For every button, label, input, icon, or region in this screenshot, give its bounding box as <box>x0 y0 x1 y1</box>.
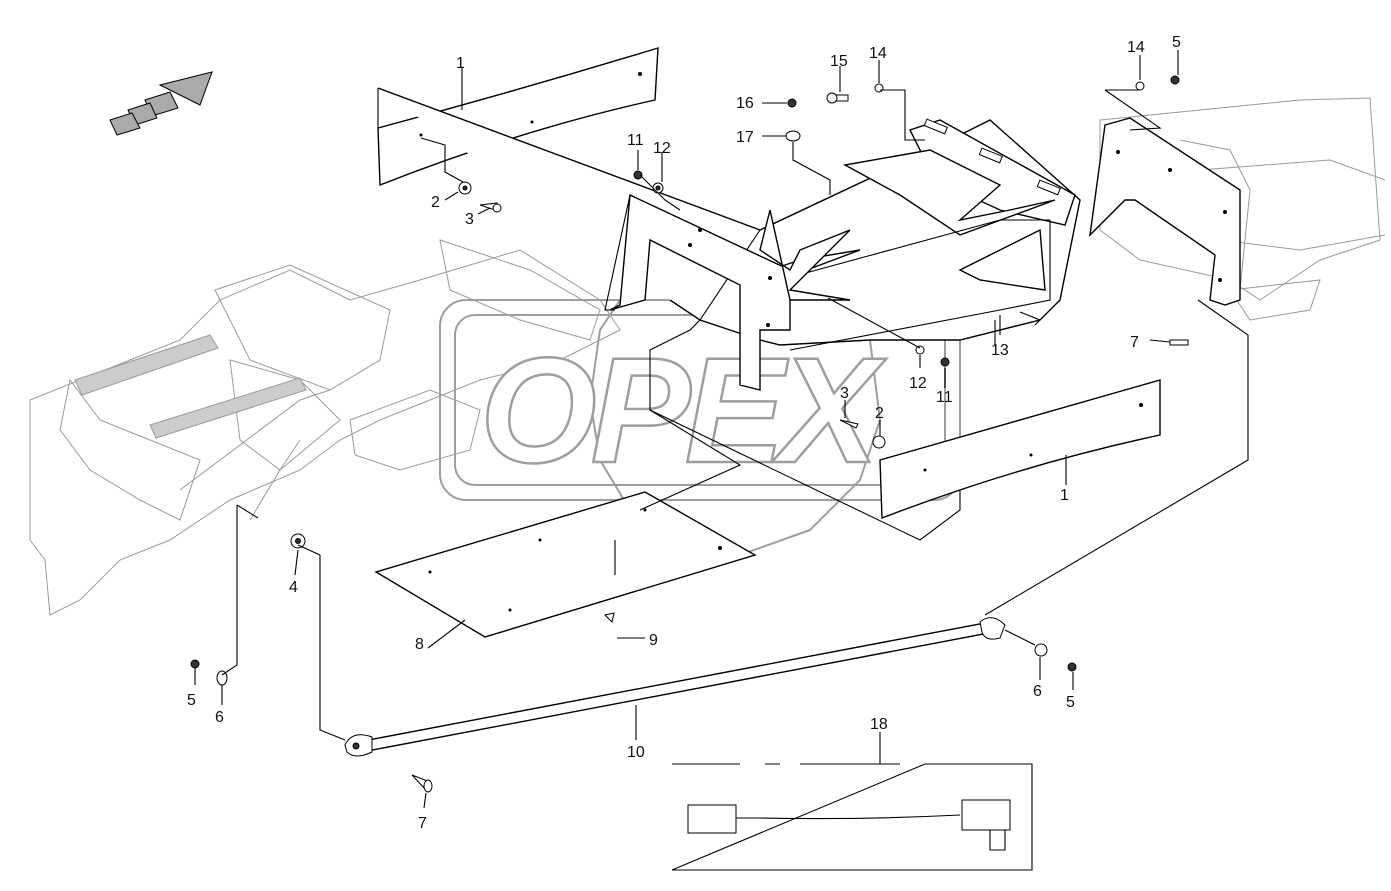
callout-4: 4 <box>289 579 298 596</box>
callout-18: 18 <box>870 716 888 733</box>
rod-part-10 <box>344 617 1006 757</box>
callout-3-upper: 3 <box>465 211 474 228</box>
direction-arrow-icon <box>109 71 213 136</box>
callout-7-bottom: 7 <box>418 815 427 832</box>
callout-8: 8 <box>415 636 424 653</box>
callout-6-right: 6 <box>1033 683 1042 700</box>
callout-13: 13 <box>991 342 1009 359</box>
right-side-plate <box>1089 89 1241 306</box>
watermark-text: OPEX <box>480 326 887 494</box>
callout-11-lower: 11 <box>936 389 953 406</box>
callout-12-lower: 12 <box>909 375 927 392</box>
callout-labels: 1 2 3 11 12 15 14 16 17 14 5 13 7 12 11 … <box>187 34 1181 832</box>
panel-part-1-upper <box>377 47 659 187</box>
callout-2-upper: 2 <box>431 194 440 211</box>
callout-5-left: 5 <box>187 692 196 709</box>
callout-2-lower: 2 <box>875 405 884 422</box>
callout-5-top-right: 5 <box>1172 34 1181 51</box>
callout-16: 16 <box>736 95 754 112</box>
callout-9: 9 <box>649 632 658 649</box>
panel-part-1-lower <box>879 379 1161 520</box>
callout-12-upper: 12 <box>653 140 671 157</box>
plate-part-8 <box>374 409 757 638</box>
hardware-fasteners <box>190 75 1189 793</box>
callout-14-center: 14 <box>869 45 887 62</box>
callout-6-left: 6 <box>215 709 224 726</box>
support-bracket <box>604 193 851 391</box>
callout-7-right: 7 <box>1130 334 1139 351</box>
callout-17: 17 <box>736 129 754 146</box>
wiring-harness-box-part-18 <box>671 763 1033 871</box>
callout-1-lower: 1 <box>1060 487 1069 504</box>
callout-15: 15 <box>830 53 848 70</box>
watermark: OPEX <box>439 238 961 557</box>
callout-10: 10 <box>627 744 645 761</box>
callout-1-upper: 1 <box>456 55 465 72</box>
callout-5-right: 5 <box>1066 694 1075 711</box>
callout-14-right: 14 <box>1127 39 1145 56</box>
leader-lines <box>194 50 1249 809</box>
machine-frame-background <box>29 97 1386 616</box>
callout-3-lower: 3 <box>840 385 849 402</box>
callout-11-upper: 11 <box>627 132 644 149</box>
